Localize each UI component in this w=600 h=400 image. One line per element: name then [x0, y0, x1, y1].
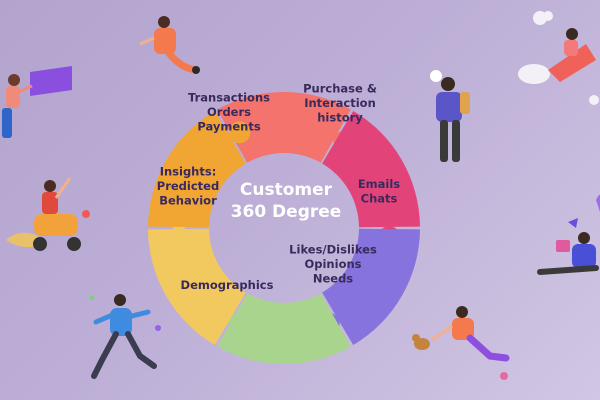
- ring-segment-demographics: [148, 228, 246, 346]
- person-on-scooter-icon: [6, 177, 90, 251]
- center-title-line2: 360 Degree: [231, 202, 342, 222]
- center-title-line1: Customer: [240, 180, 333, 200]
- segment-label-insights: Predicted: [157, 179, 219, 193]
- segment-label-transactions: Payments: [197, 120, 260, 134]
- customer-360-ring: [148, 92, 420, 364]
- ring-segment-emails: [322, 228, 420, 346]
- puzzle-knob-insights: [228, 121, 251, 144]
- segment-label-emails: Emails: [358, 177, 400, 191]
- segment-label-transactions: Orders: [207, 105, 251, 119]
- person-running-icon: [90, 294, 161, 379]
- ring-segment-purchase: [322, 110, 420, 228]
- person-flying-icon: [139, 16, 200, 74]
- segment-label-insights: Insights:: [160, 165, 217, 179]
- segment-label-transactions: Transactions: [188, 91, 270, 105]
- ring-segment-insights: [148, 110, 246, 228]
- segment-label-purchase: history: [317, 111, 363, 125]
- ring-segment-transactions: [217, 92, 351, 163]
- segment-label-likes: Needs: [313, 272, 353, 286]
- person-with-dog-icon: [412, 306, 510, 380]
- segment-label-insights: Behavior: [159, 194, 217, 208]
- segment-label-demographics: Demographics: [181, 278, 274, 292]
- segment-label-emails: Chats: [361, 191, 398, 205]
- ring-segment-likes: [217, 293, 351, 364]
- segment-label-purchase: Purchase &: [303, 82, 377, 96]
- person-riding-rocket-icon: [518, 11, 599, 105]
- segment-label-likes: Opinions: [304, 257, 361, 271]
- person-holding-banner-icon: [2, 66, 72, 138]
- segment-label-likes: Likes/Dislikes: [289, 243, 377, 257]
- person-with-backpack-icon: [430, 70, 470, 162]
- person-with-laptop-icon: [537, 194, 600, 275]
- segment-label-purchase: Interaction: [304, 96, 376, 110]
